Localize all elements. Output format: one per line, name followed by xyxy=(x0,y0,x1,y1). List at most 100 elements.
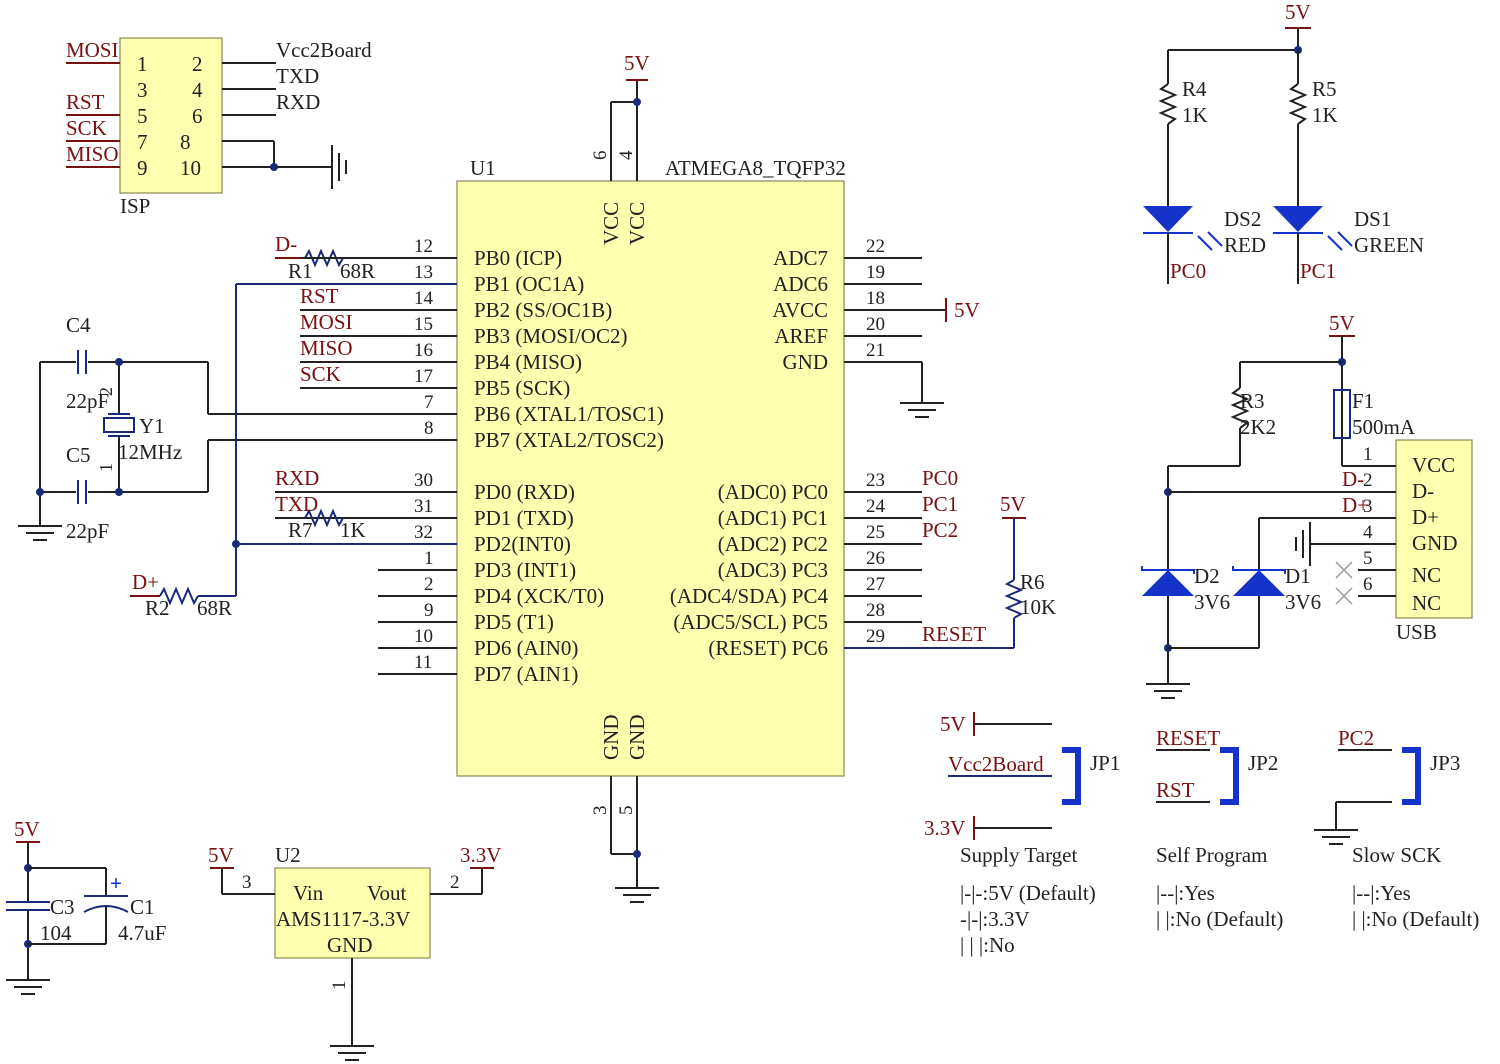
isp-pin-2: 2 xyxy=(192,52,203,76)
net-rxd: RXD xyxy=(275,466,319,490)
f1-value: 500mA xyxy=(1352,415,1416,439)
mcu-gnd-label-2: GND xyxy=(625,715,649,761)
mcu-pin-name: PD7 (AIN1) xyxy=(474,662,578,686)
net-pc1: PC1 xyxy=(922,492,958,516)
power-caps: 5V + C3 104 C1 4.7uF xyxy=(5,817,166,995)
r4-ref: R4 xyxy=(1182,77,1207,101)
usb-pin-num: 6 xyxy=(1363,574,1373,595)
mcu-pin-num: 29 xyxy=(866,626,885,647)
mcu-left-pin-labels: 12 PB0 (ICP) 13 PB1 (OC1A) 14 PB2 (SS/OC… xyxy=(414,236,664,686)
mcu-pin-name: (ADC3) PC3 xyxy=(718,558,828,582)
jp3-title: Slow SCK xyxy=(1352,843,1441,867)
crystal-circuit: C4 22pF C5 22pF Y1 12MHz 1 2 xyxy=(17,313,209,543)
mcu-pin-num: 32 xyxy=(414,522,433,543)
mcu-pin-name: PD1 (TXD) xyxy=(474,506,574,530)
net-d-minus: D- xyxy=(275,232,297,256)
r5-value: 1K xyxy=(1312,103,1338,127)
mcu-pin-name: PD6 (AIN0) xyxy=(474,636,578,660)
d1-value: 3V6 xyxy=(1285,590,1321,614)
net-sck: SCK xyxy=(300,362,341,386)
r6-value: 10K xyxy=(1020,595,1056,619)
jp1-ref: JP1 xyxy=(1090,751,1120,775)
usb-data-resistors: D- R1 68R D+ R2 68R R7 1K RST MOSI MISO … xyxy=(130,232,375,620)
mcu-pin-num: 31 xyxy=(414,496,433,517)
reg-ref: U2 xyxy=(275,843,301,867)
jp3-pc2: PC2 xyxy=(1338,726,1374,750)
jp1-option: | | |:No xyxy=(960,933,1015,957)
isp-pin-10: 10 xyxy=(180,156,201,180)
mcu-pin-num: 7 xyxy=(424,392,434,413)
isp-label-txd: TXD xyxy=(276,64,319,88)
isp-pin-8: 8 xyxy=(180,130,191,154)
isp-label-vcc2board: Vcc2Board xyxy=(276,38,372,62)
net-mosi: MOSI xyxy=(300,310,353,334)
mcu-vcc-5v: 5V xyxy=(624,51,650,75)
mcu-pin-num: 11 xyxy=(414,652,432,673)
r1-value: 68R xyxy=(340,259,375,283)
jumper-jp2: RESET RST JP2 Self Program |--|:Yes | |:… xyxy=(1156,726,1283,931)
mcu-pin-name: PD5 (T1) xyxy=(474,610,554,634)
d2-value: 3V6 xyxy=(1194,590,1230,614)
jp2-option: |--|:Yes xyxy=(1156,881,1215,905)
reg-vout: Vout xyxy=(367,881,406,905)
jp1-33v: 3.3V xyxy=(924,816,965,840)
d2-ref: D2 xyxy=(1194,564,1220,588)
mcu-pin-num: 18 xyxy=(866,288,885,309)
mcu-pin-name: PD0 (RXD) xyxy=(474,480,575,504)
mcu-pin-name: PB4 (MISO) xyxy=(474,350,582,374)
mcu-pin-name: PB6 (XTAL1/TOSC1) xyxy=(474,402,664,426)
net-miso: MISO xyxy=(300,336,353,360)
reg-gnd: GND xyxy=(327,933,373,957)
reg-pin-out: 2 xyxy=(450,872,460,893)
usb-pin-num: 5 xyxy=(1363,548,1373,569)
jp3-option: |--|:Yes xyxy=(1352,881,1411,905)
net-rst: RST xyxy=(300,284,339,308)
usb-pin-name: GND xyxy=(1412,531,1458,555)
c4-value: 22pF xyxy=(66,389,109,413)
mcu-pin-num: 13 xyxy=(414,262,433,283)
mcu-pin-num: 1 xyxy=(424,548,434,569)
mcu-pin-name: (ADC2) PC2 xyxy=(718,532,828,556)
jp1-option: -|-|:3.3V xyxy=(960,907,1030,931)
led-net-pc0: PC0 xyxy=(1170,259,1206,283)
r6-5v: 5V xyxy=(1000,492,1026,516)
isp-label-sck: SCK xyxy=(66,116,107,140)
mcu-pin-name: (ADC4/SDA) PC4 xyxy=(670,584,829,608)
usb-pin-name: NC xyxy=(1412,591,1441,615)
mcu-pin-num: 8 xyxy=(424,418,434,439)
jp1-vcc2board: Vcc2Board xyxy=(948,752,1044,776)
mcu-pin-name: (RESET) PC6 xyxy=(708,636,828,660)
mcu-pin-num: 16 xyxy=(414,340,433,361)
mcu-pin-name: PB3 (MOSI/OC2) xyxy=(474,324,627,348)
mcu-pin-num: 27 xyxy=(866,574,885,595)
mcu-pin-name: GND xyxy=(783,350,829,374)
mcu-pin-num: 28 xyxy=(866,600,885,621)
mcu-pin-name: ADC7 xyxy=(773,246,828,270)
mcu-pin-num: 24 xyxy=(866,496,886,517)
y1-pin-2: 2 xyxy=(96,387,116,396)
mcu-gnd-pin-5: 5 xyxy=(616,806,637,816)
r3-value: 2K2 xyxy=(1240,415,1276,439)
ds1-ref: DS1 xyxy=(1354,207,1391,231)
reg-in-5v: 5V xyxy=(208,843,234,867)
r2-ref: R2 xyxy=(145,596,170,620)
reg-part: AMS1117-3.3V xyxy=(276,907,410,931)
c4-ref: C4 xyxy=(66,313,91,337)
net-pc0: PC0 xyxy=(922,466,958,490)
usb-pin-name: D- xyxy=(1412,479,1434,503)
led-5v: 5V xyxy=(1285,0,1311,24)
reg-vin: Vin xyxy=(293,881,324,905)
net-txd: TXD xyxy=(275,492,318,516)
jumper-jp3: PC2 JP3 Slow SCK |--|:Yes | |:No (Defaul… xyxy=(1313,726,1479,931)
y1-ref: Y1 xyxy=(139,414,165,438)
net-reset: RESET xyxy=(922,622,986,646)
mcu-pin-name: PB2 (SS/OC1B) xyxy=(474,298,612,322)
isp-name: ISP xyxy=(120,194,150,218)
c5-ref: C5 xyxy=(66,443,91,467)
isp-pin-7: 7 xyxy=(137,130,148,154)
usb-pin-name: VCC xyxy=(1412,453,1455,477)
isp-label-rxd: RXD xyxy=(276,90,320,114)
mcu-pin-num: 20 xyxy=(866,314,885,335)
y1-pin-1: 1 xyxy=(96,463,116,472)
mcu-pin-name: PD4 (XCK/T0) xyxy=(474,584,604,608)
